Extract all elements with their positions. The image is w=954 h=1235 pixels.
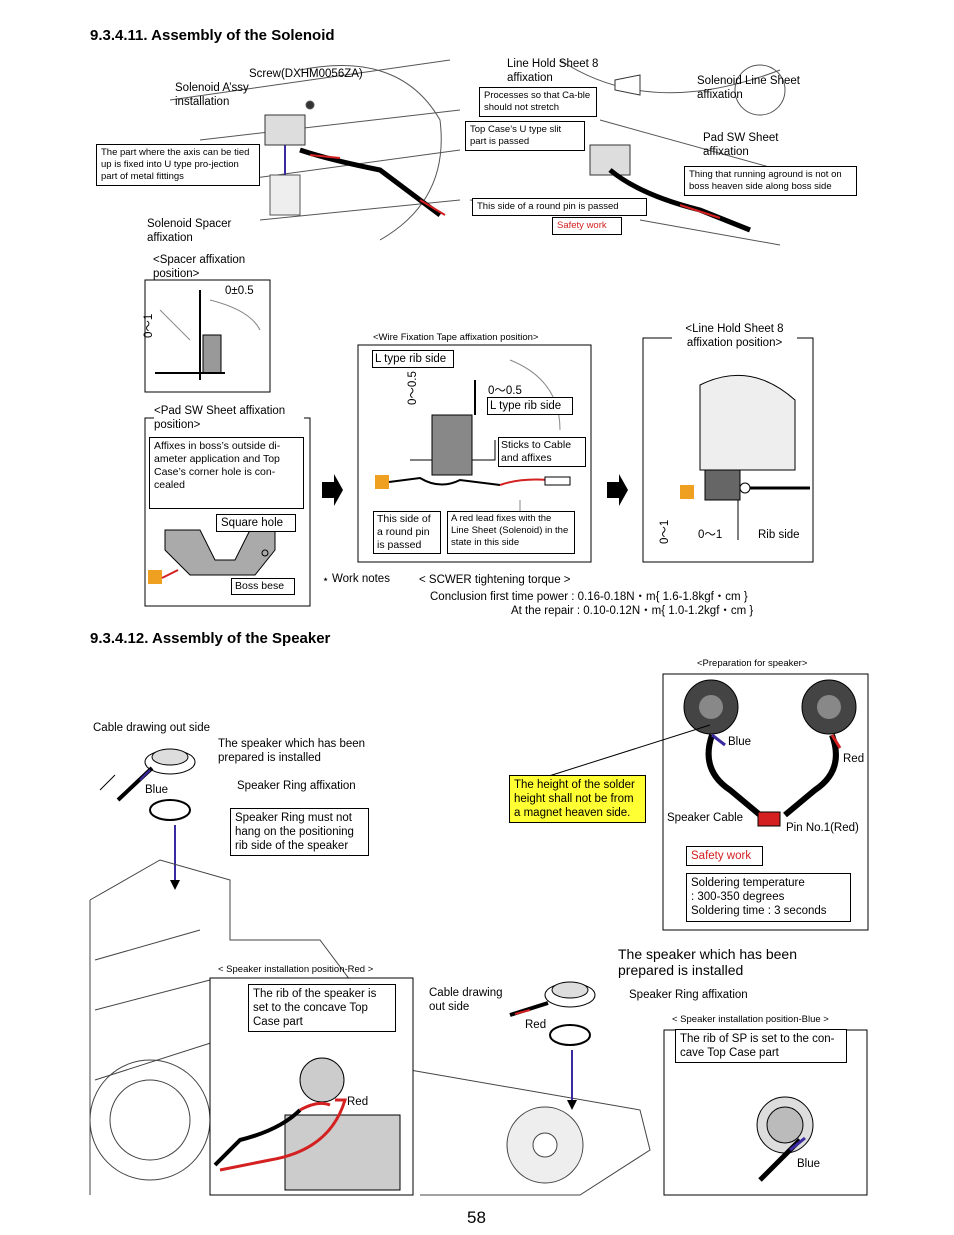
flow-arrows — [322, 474, 628, 506]
speaker-ring-drawing — [99, 748, 196, 890]
label-boss: Boss bese — [231, 578, 295, 595]
label-installed-2: The speaker which has been prepared is i… — [618, 946, 797, 978]
note-sticks: Sticks to Cable and affixes — [498, 437, 586, 467]
note-running: Thing that running aground is not on bos… — [684, 166, 857, 196]
label-ring-2: Speaker Ring affixation — [629, 989, 748, 1001]
note-round-pin: This side of a round pin is passed — [472, 198, 647, 216]
label-speaker-cable: Speaker Cable — [667, 812, 744, 824]
label-spacer: Solenoid Spacer affixation — [147, 218, 232, 244]
label-prep-title: <Preparation for speaker> — [697, 658, 808, 669]
label-wire-pos: <Wire Fixation Tape affixation position> — [373, 332, 539, 343]
label-line-hold-pos: <Line Hold Sheet 8 affixation position> — [672, 322, 797, 350]
label-pin1: Pin No.1(Red) — [786, 822, 859, 834]
dim-wire-horiz: 0～0.5 — [488, 385, 522, 397]
label-install-blue: < Speaker installation position-Blue > — [672, 1014, 829, 1025]
solder-info-box: Soldering temperature : 300-350 degrees … — [686, 873, 851, 922]
label-pad-sw: Pad SW Sheet affixation — [703, 132, 779, 158]
note-affixes: Affixes in boss’s outside di-ameter appl… — [149, 437, 304, 509]
note-solder-height: The height of the solder height shall no… — [509, 775, 646, 823]
wire-fixation-drawing — [357, 344, 592, 563]
solder-deg: : 300-350 degrees — [691, 891, 785, 903]
section-heading-solenoid: 9.3.4.11. Assembly of the Solenoid — [90, 27, 335, 44]
dim-line-hold-vert: 0～1 — [659, 519, 671, 544]
work-notes-mark: ⋆ — [322, 574, 330, 586]
label-blue-1: Blue — [145, 784, 169, 796]
work-notes-label: Work notes — [332, 573, 390, 585]
speaker-right-drawing — [509, 981, 596, 1110]
label-solenoid-assy: Solenoid A’ssy installation — [175, 82, 249, 108]
label-red-1: Red — [843, 753, 865, 765]
note-axis: The part where the axis can be tied up i… — [96, 144, 260, 186]
label-blue-3: Blue — [797, 1158, 821, 1170]
note-rib-blue: The rib of SP is set to the con-cave Top… — [675, 1029, 847, 1063]
label-cable-out-2: Cable drawing out side — [429, 987, 503, 1013]
label-line-hold: Line Hold Sheet 8 affixation — [507, 58, 599, 84]
label-install-red: < Speaker installation position-Red > — [218, 964, 374, 975]
safety-work-label-2: Safety work — [686, 846, 763, 866]
line-hold-position-drawing — [642, 337, 814, 563]
label-red-2: Red — [347, 1096, 369, 1108]
solenoid-assembly-drawing — [169, 59, 461, 241]
note-processes: Processes so that Ca-ble should not stre… — [479, 87, 597, 117]
label-l-rib-2: L type rib side — [487, 397, 573, 415]
label-l-rib-1: L type rib side — [372, 350, 454, 368]
label-cable-out: Cable drawing out side — [93, 722, 210, 734]
note-round-pin-2: This side of a round pin is passed — [373, 511, 441, 554]
torque-repair: At the repair : 0.10-0.12N・m{ 1.0-1.2kgf… — [511, 605, 754, 617]
spacer-position-drawing — [144, 279, 271, 393]
label-spacer-pos: <Spacer affixation position> — [153, 254, 246, 280]
solenoid-line-sheet-drawing — [469, 59, 786, 246]
speaker-prep-drawing — [529, 673, 869, 931]
dim-wire-vert: 0～0.5 — [407, 371, 419, 405]
safety-work-label: Safety work — [552, 217, 622, 235]
torque-first: Conclusion first time power : 0.16-0.18N… — [430, 591, 748, 603]
label-line-sheet: Solenoid Line Sheet affixation — [697, 75, 800, 101]
note-red-lead: A red lead fixes with the Line Sheet (So… — [447, 511, 575, 554]
dim-line-hold-horiz: 0～1 — [698, 529, 723, 541]
label-pad-pos: <Pad SW Sheet affixation position> — [154, 404, 304, 432]
dim-spacer-vert: 0～1 — [143, 313, 155, 338]
torque-title: < SCWER tightening torque > — [419, 574, 571, 586]
section-heading-speaker: 9.3.4.12. Assembly of the Speaker — [90, 630, 331, 647]
note-rib-red: The rib of the speaker is set to the con… — [248, 984, 396, 1032]
solder-temp: Soldering temperature — [691, 877, 805, 889]
label-ring: Speaker Ring affixation — [237, 780, 356, 792]
label-blue-2: Blue — [728, 736, 752, 748]
page-number: 58 — [467, 1208, 486, 1227]
label-square-hole: Square hole — [216, 514, 296, 532]
solder-time: Soldering time : 3 seconds — [691, 905, 827, 917]
label-rib-side: Rib side — [758, 529, 800, 541]
note-ring: Speaker Ring must not hang on the positi… — [230, 808, 369, 856]
label-installed: The speaker which has been prepared is i… — [218, 738, 366, 764]
label-red-3: Red — [525, 1019, 547, 1031]
chassis-drawing — [89, 859, 651, 1196]
note-u-slit: Top Case’s U type slit part is passed — [465, 121, 585, 151]
label-screw: Screw(DXHM0056ZA) — [249, 68, 363, 80]
dim-spacer: 0±0.5 — [225, 285, 254, 297]
